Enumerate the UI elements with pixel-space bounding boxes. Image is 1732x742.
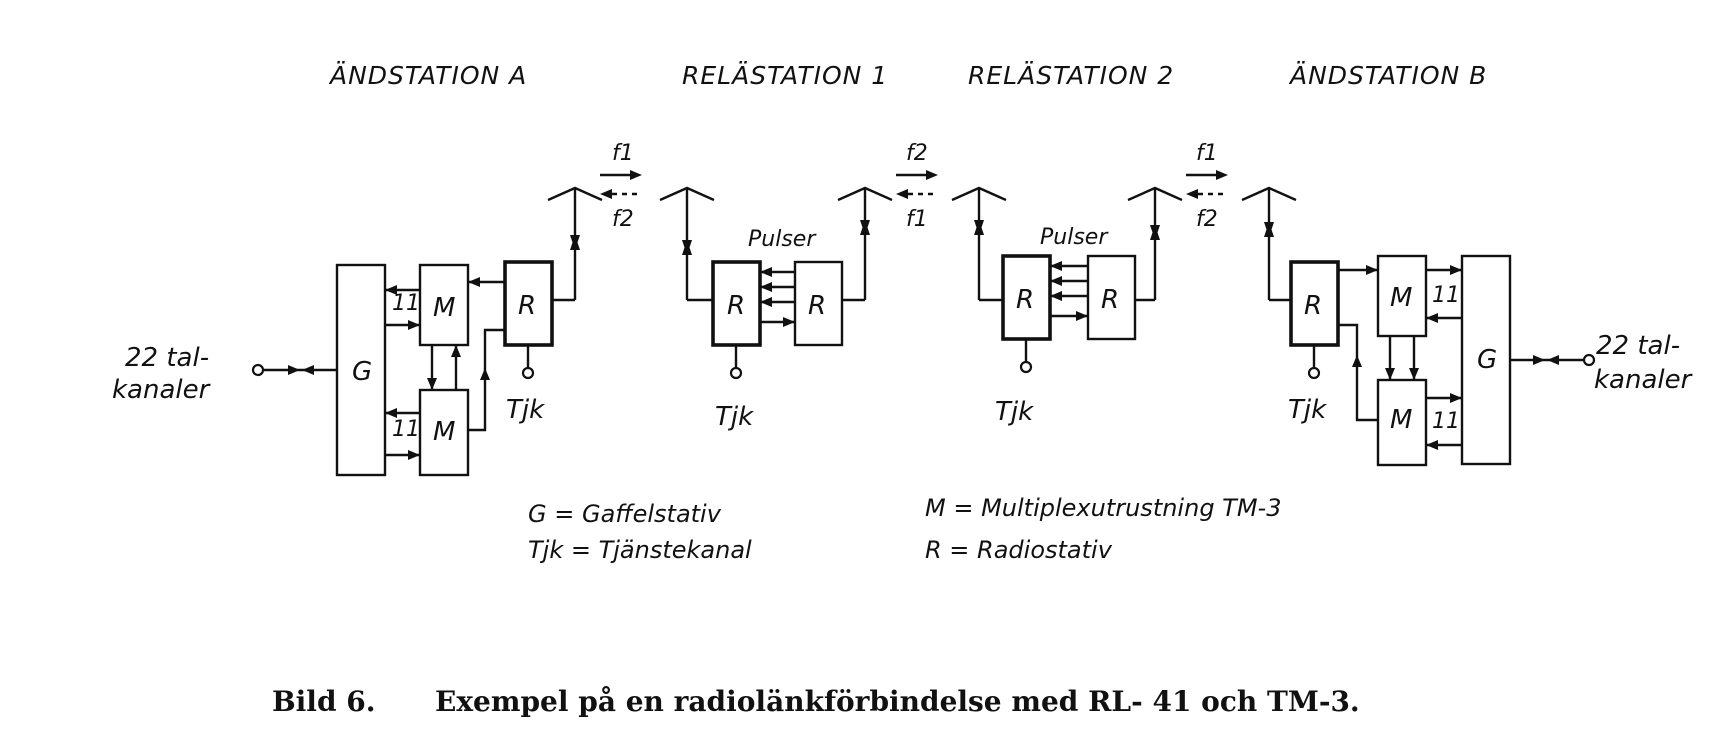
- multiplex-m-bottom: [418, 388, 470, 477]
- block-label-m: M: [433, 293, 455, 323]
- antenna-icon: [659, 186, 715, 300]
- legend: G = Gaffelstativ Tjk = Tjänstekanal M = …: [528, 494, 1281, 564]
- block-label-m: M: [433, 417, 455, 447]
- service-channel-terminal: [1307, 366, 1321, 380]
- radio-rack-r: [503, 260, 554, 347]
- figure-caption-text: Exempel på en radiolänkförbindelse med R…: [435, 685, 1360, 718]
- block-label-r: R: [1304, 291, 1322, 321]
- service-channel-label: Tjk: [995, 397, 1034, 427]
- relay-station-2: R R Pulser Tjk: [979, 225, 1155, 427]
- radio-rack-r: [1289, 260, 1340, 347]
- radio-rack-r: [1086, 254, 1137, 341]
- channel-count-label: 11: [1432, 409, 1460, 434]
- block-label-m: M: [1390, 283, 1412, 313]
- relay-station-1: R R Pulser Tjk: [687, 227, 865, 432]
- service-channel-terminal: [1019, 360, 1033, 374]
- hybrid-rack-g: [1460, 254, 1512, 466]
- legend-item-m: M = Multiplexutrustning TM-3: [925, 494, 1281, 522]
- legend-item-tjk: Tjk = Tjänstekanal: [528, 536, 752, 564]
- channels-label-line2: kanaler: [1594, 365, 1694, 395]
- output-terminal: [1582, 353, 1596, 367]
- pulse-label: Pulser: [748, 227, 817, 252]
- input-terminal: [251, 363, 265, 377]
- link-ab-frequencies: f1 f2: [600, 141, 642, 232]
- block-label-r: R: [1101, 285, 1119, 315]
- station-title-relay-1: RELÄSTATION 1: [682, 61, 888, 90]
- service-channel-terminal: [729, 366, 743, 380]
- antenna-icon: [1127, 186, 1183, 300]
- channel-count-label: 11: [392, 291, 420, 316]
- antenna-icon: [547, 186, 603, 300]
- block-label-r: R: [518, 291, 536, 321]
- legend-item-r: R = Radiostativ: [925, 536, 1113, 564]
- freq-label-bottom: f2: [1196, 207, 1218, 232]
- end-station-b: R Tjk M 11 M 11 G: [1269, 254, 1694, 467]
- figure-caption: Bild 6. Exempel på en radiolänkförbindel…: [272, 685, 1360, 718]
- legend-item-g: G = Gaffelstativ: [528, 500, 722, 528]
- antenna-icon: [951, 186, 1007, 300]
- figure-number: Bild 6.: [272, 685, 376, 718]
- block-label-g: G: [352, 357, 372, 387]
- freq-label-bottom: f2: [612, 207, 634, 232]
- pulse-label: Pulser: [1040, 225, 1109, 250]
- radio-rack-r: [793, 260, 844, 347]
- antenna-icon: [837, 186, 893, 300]
- freq-label-bottom: f1: [906, 207, 928, 232]
- channel-count-label: 11: [392, 417, 420, 442]
- link-r2b-frequencies: f1 f2: [1186, 141, 1228, 232]
- channels-label-line1: 22 tal-: [1596, 331, 1680, 361]
- station-title-end-a: ÄNDSTATION A: [328, 61, 527, 90]
- multiplex-m-top: [1376, 254, 1428, 338]
- channels-label-line1: 22 tal-: [125, 343, 209, 373]
- channels-label-line2: kanaler: [112, 375, 212, 405]
- station-title-end-b: ÄNDSTATION B: [1288, 61, 1487, 90]
- service-channel-label: Tjk: [506, 395, 545, 425]
- station-title-relay-2: RELÄSTATION 2: [968, 61, 1174, 90]
- service-channel-label: Tjk: [1288, 395, 1327, 425]
- block-label-r: R: [1016, 285, 1034, 315]
- freq-label-top: f1: [612, 141, 634, 166]
- service-channel-label: Tjk: [715, 402, 754, 432]
- freq-label-top: f2: [906, 141, 928, 166]
- hybrid-rack-g: [335, 263, 387, 477]
- link-r1r2-frequencies: f2 f1: [896, 141, 938, 232]
- block-label-g: G: [1477, 345, 1497, 375]
- service-channel-terminal: [521, 366, 535, 380]
- block-label-r: R: [727, 291, 745, 321]
- multiplex-m-top: [418, 263, 470, 347]
- channel-count-label: 11: [1432, 283, 1460, 308]
- antenna-icon: [1241, 186, 1297, 300]
- multiplex-m-bottom: [1376, 378, 1428, 467]
- block-label-r: R: [808, 291, 826, 321]
- freq-label-top: f1: [1196, 141, 1218, 166]
- block-label-m: M: [1390, 405, 1412, 435]
- end-station-a: 22 tal- kanaler G M 11 M 11 R: [112, 260, 575, 477]
